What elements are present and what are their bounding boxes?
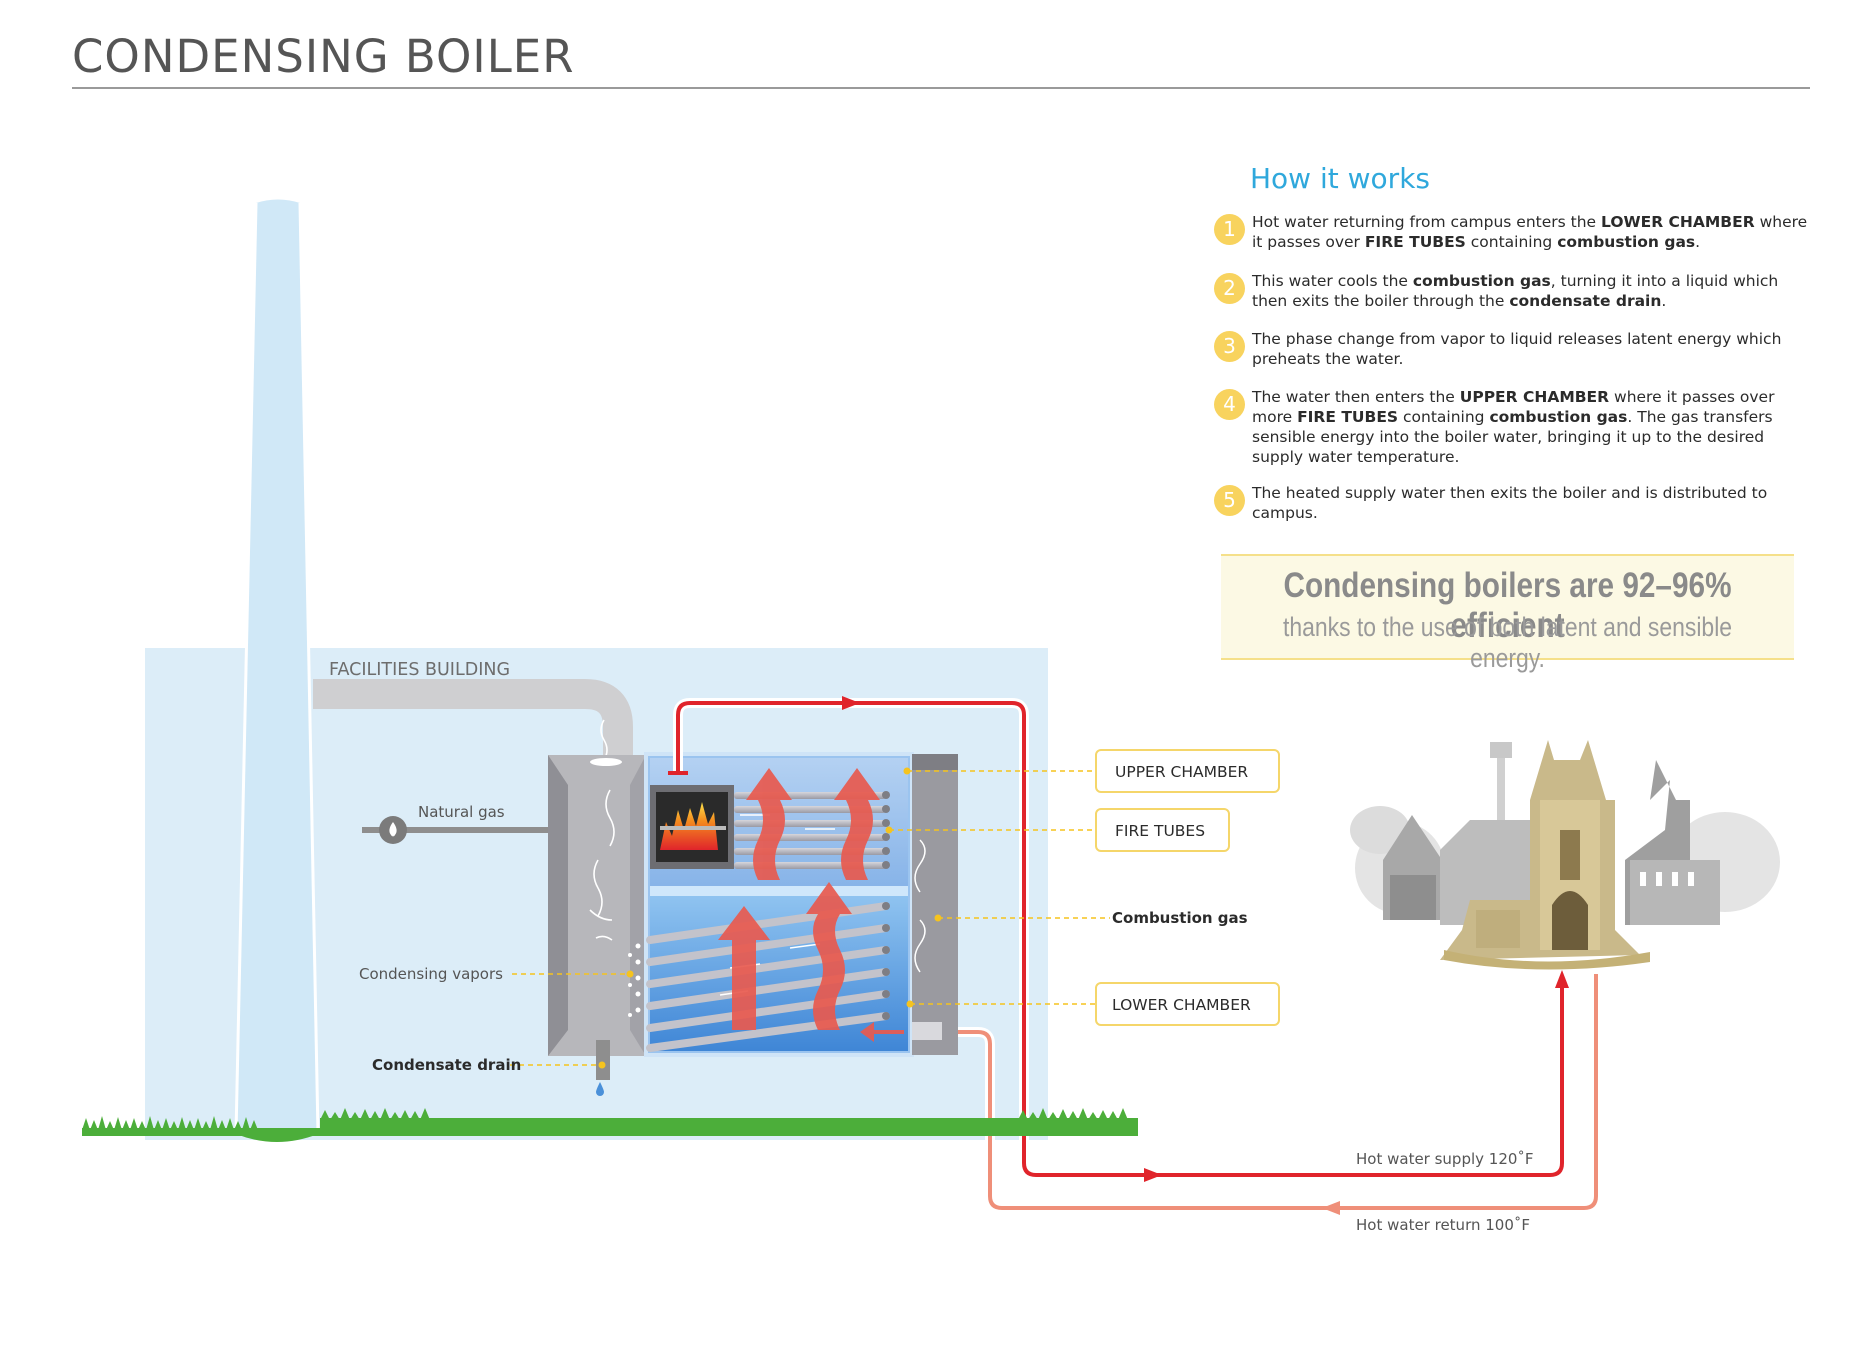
how-it-works-heading: How it works	[1250, 162, 1430, 195]
combustion-gas-label: Combustion gas	[1112, 909, 1248, 927]
step-text: This water cools the combustion gas, tur…	[1252, 271, 1812, 311]
step-text-run: The water then enters the	[1252, 388, 1460, 406]
hot-water-supply-pipe	[668, 698, 1567, 1180]
leader-lines	[510, 770, 1110, 1066]
step-text: The water then enters the UPPER CHAMBER …	[1252, 387, 1812, 467]
step-text: Hot water returning from campus enters t…	[1252, 212, 1812, 252]
hot-water-return-label: Hot water return 100˚F	[1356, 1216, 1530, 1234]
step-text-run: . The gas transfers sensible energy into…	[1252, 408, 1773, 466]
step-emphasis: combustion gas	[1557, 233, 1696, 251]
hot-water-supply-label: Hot water supply 120˚F	[1356, 1150, 1534, 1168]
upper-chamber-label: UPPER CHAMBER	[1115, 763, 1248, 781]
condensing-vapors-label: Condensing vapors	[359, 965, 503, 983]
smokestack	[234, 199, 320, 1135]
condenser-column	[548, 755, 646, 1096]
facilities-building-label: FACILITIES BUILDING	[329, 660, 510, 680]
step-number-badge: 4	[1214, 389, 1245, 420]
step-text-run: , turning it into a liquid which then ex…	[1252, 272, 1779, 310]
hot-water-return-pipe	[912, 974, 1601, 1213]
label-boxes	[1095, 749, 1280, 1026]
page-title: CONDENSING BOILER	[72, 30, 575, 83]
natural-gas-label: Natural gas	[418, 803, 505, 821]
step-text-run: containing	[1465, 233, 1558, 251]
heat-arrows	[718, 768, 904, 1042]
supply-arrows	[842, 696, 1569, 1182]
efficiency-headline: Condensing boilers are 92–96% efficient	[1283, 566, 1732, 645]
lower-chamber-label: LOWER CHAMBER	[1112, 996, 1251, 1014]
step-text-run: containing	[1398, 408, 1490, 426]
step-text-run: The phase change from vapor to liquid re…	[1252, 330, 1782, 368]
step-number-badge: 3	[1214, 331, 1245, 362]
step-number-badge: 2	[1214, 273, 1245, 304]
step-text-run: .	[1695, 233, 1701, 251]
step-text: The phase change from vapor to liquid re…	[1252, 329, 1812, 369]
step-emphasis: combustion gas	[1412, 272, 1551, 290]
efficiency-subline: thanks to the use of both latent and sen…	[1282, 612, 1733, 673]
efficiency-callout: Condensing boilers are 92–96% efficient …	[1221, 554, 1794, 673]
lower-fire-tubes	[646, 902, 890, 1052]
step-number-badge: 5	[1214, 485, 1245, 516]
step-text-run: Hot water returning from campus enters t…	[1252, 213, 1602, 231]
step-emphasis: FIRE TUBES	[1364, 233, 1466, 251]
step-emphasis: condensate drain	[1509, 292, 1662, 310]
step-number-badge: 1	[1214, 214, 1245, 245]
step-text-run: where it passes over more	[1252, 388, 1775, 426]
condensate-drain-label: Condensate drain	[372, 1056, 521, 1074]
exhaust-duct	[313, 679, 633, 761]
campus-buildings-illustration	[1350, 740, 1780, 970]
step-emphasis: combustion gas	[1489, 408, 1628, 426]
fire-tubes-label: FIRE TUBES	[1115, 822, 1205, 840]
title-rule	[72, 87, 1810, 89]
return-arrows	[1322, 1201, 1340, 1215]
step-text-run: This water cools the	[1252, 272, 1413, 290]
leader-dots	[598, 767, 942, 1069]
step-emphasis: UPPER CHAMBER	[1459, 388, 1610, 406]
condensing-droplets	[628, 943, 641, 1017]
step-emphasis: FIRE TUBES	[1297, 408, 1399, 426]
grass	[82, 1108, 1138, 1142]
burner-firebox	[650, 785, 734, 869]
step-text: The heated supply water then exits the b…	[1252, 483, 1812, 523]
step-text-run: The heated supply water then exits the b…	[1252, 484, 1768, 522]
step-emphasis: LOWER CHAMBER	[1601, 213, 1755, 231]
step-text-run: .	[1661, 292, 1667, 310]
step-text-run: where it passes over	[1252, 213, 1808, 251]
